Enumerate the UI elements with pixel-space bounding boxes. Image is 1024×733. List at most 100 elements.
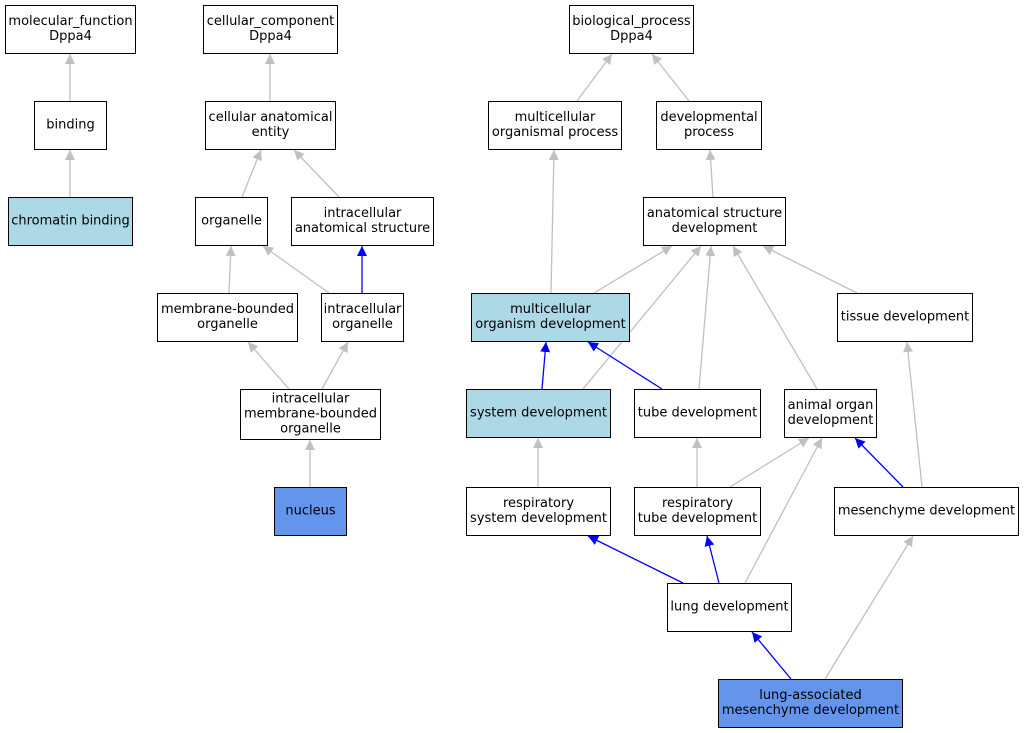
node-label-line: cellular anatomical: [209, 110, 333, 125]
node-label-line: development: [672, 221, 758, 236]
node-label-line: intracellular: [324, 206, 402, 221]
node-box: [5, 5, 136, 54]
node-label-line: organismal process: [492, 125, 618, 140]
edge-multicell-org-dev-to-multicell-org-process: [548, 149, 559, 294]
node-box: [784, 389, 877, 438]
nodes: molecular_functionDppa4bindingchromatin …: [5, 5, 1019, 728]
node-label-line: mesenchyme development: [838, 504, 1015, 519]
node-box: [569, 5, 694, 54]
node-box: [667, 583, 792, 632]
node-label-line: system development: [470, 406, 607, 421]
node-label-line: membrane-bounded: [161, 302, 294, 317]
edge-lung-mesenchyme-dev-to-mesenchyme-dev: [824, 535, 914, 680]
node-box: [157, 293, 298, 342]
node-label-line: tube development: [638, 406, 757, 421]
node-label-line: cellular_component: [207, 14, 335, 29]
edge-resp-tube-dev-to-animal-organ-dev: [729, 437, 810, 488]
edge-anat-struct-dev-to-developmental-process: [705, 149, 716, 198]
edge-intracell-mb-organelle-to-membrane-bounded-organelle: [247, 341, 290, 390]
edge-multicell-org-process-to-bp-root: [576, 53, 613, 102]
node-label-line: anatomical structure: [647, 206, 782, 221]
edge-intracell-anat-struct-to-cell-anat-entity: [293, 149, 340, 198]
node-box: [321, 293, 404, 342]
edge-mesenchyme-dev-to-animal-organ-dev: [854, 437, 904, 488]
edge-lung-dev-to-animal-organ-dev: [744, 437, 823, 584]
node-system-dev[interactable]: system development: [466, 389, 611, 438]
node-label-line: entity: [252, 125, 290, 140]
node-box: [634, 487, 761, 536]
edge-animal-organ-dev-to-anat-struct-dev: [732, 245, 818, 390]
node-box: [34, 101, 107, 150]
edge-membrane-bounded-organelle-to-organelle: [225, 245, 236, 294]
node-label-line: animal organ: [788, 398, 874, 413]
node-label-line: lung development: [670, 600, 788, 615]
node-label-line: organism development: [475, 317, 625, 332]
node-label-line: nucleus: [285, 504, 335, 519]
node-label-line: process: [684, 125, 734, 140]
node-label-line: developmental: [660, 110, 757, 125]
node-label-line: molecular_function: [8, 14, 132, 29]
edge-tube-dev-to-anat-struct-dev: [698, 245, 716, 390]
edge-system-dev-to-anat-struct-dev: [582, 245, 702, 390]
node-label-line: organelle: [197, 317, 258, 332]
edge-organelle-to-cell-anat-entity: [241, 149, 262, 198]
edge-developmental-process-to-bp-root: [651, 53, 690, 102]
node-label-line: respiratory: [503, 496, 574, 511]
node-box: [195, 197, 268, 246]
node-label-line: biological_process: [572, 14, 691, 29]
node-box: [466, 389, 611, 438]
node-box: [834, 487, 1019, 536]
edge-lung-mesenchyme-dev-to-lung-dev: [751, 631, 792, 680]
node-tube-dev[interactable]: tube development: [634, 389, 761, 438]
node-label-line: Dppa4: [49, 29, 92, 44]
edge-lung-dev-to-resp-system-dev: [587, 535, 684, 584]
node-lung-dev[interactable]: lung development: [667, 583, 792, 632]
node-tissue-dev[interactable]: tissue development: [837, 293, 973, 342]
node-nucleus[interactable]: nucleus: [274, 487, 347, 536]
node-mesenchyme-dev[interactable]: mesenchyme development: [834, 487, 1019, 536]
node-organelle[interactable]: organelle: [195, 197, 268, 246]
node-label-line: intracellular: [324, 302, 402, 317]
node-box: [466, 487, 611, 536]
node-box: [240, 389, 381, 440]
node-label-line: lung-associated: [759, 688, 862, 703]
node-box: [488, 101, 622, 150]
node-label-line: anatomical structure: [295, 221, 430, 236]
edge-intracell-organelle-to-organelle: [262, 245, 330, 294]
edge-multicell-org-dev-to-anat-struct-dev: [593, 245, 673, 294]
node-chromatin-binding[interactable]: chromatin binding: [8, 197, 133, 246]
node-label-line: multicellular: [510, 302, 591, 317]
node-box: [8, 197, 133, 246]
node-label-line: membrane-bounded: [244, 407, 377, 422]
node-label-line: Dppa4: [610, 29, 653, 44]
node-box: [471, 293, 630, 342]
edge-system-dev-to-multicell-org-dev: [540, 341, 551, 390]
node-label-line: mesenchyme development: [722, 703, 899, 718]
node-label-line: chromatin binding: [11, 214, 130, 229]
node-label-line: organelle: [332, 317, 393, 332]
node-label-line: binding: [46, 118, 94, 133]
node-box: [656, 101, 762, 150]
node-label-line: organelle: [201, 214, 262, 229]
node-label-line: development: [788, 413, 874, 428]
node-label-line: tube development: [638, 511, 757, 526]
node-box: [643, 197, 786, 246]
node-binding[interactable]: binding: [34, 101, 107, 150]
